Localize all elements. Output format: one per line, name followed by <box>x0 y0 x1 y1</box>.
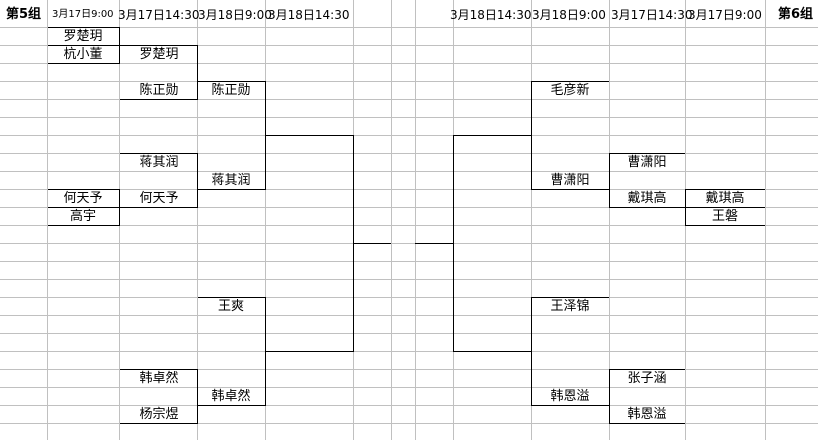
player-name: 韩恩溢 <box>550 389 590 404</box>
date-right-round1: 3月17日9:00 <box>688 8 762 22</box>
player-name: 韩卓然 <box>211 389 251 404</box>
player-name: 蒋其润 <box>211 173 251 188</box>
player-name: 王泽锦 <box>550 299 590 314</box>
player-name: 杨宗煜 <box>139 407 179 422</box>
player-name: 曹潇阳 <box>550 173 590 188</box>
player-name: 何天予 <box>63 191 103 206</box>
player-name: 高宇 <box>69 209 96 224</box>
group-6-title: 第6组 <box>778 7 814 22</box>
date-right-final: 3月18日14:30 <box>450 8 532 22</box>
date-left-round1: 3月17日9:00 <box>52 9 114 20</box>
player-name: 陈正勋 <box>211 83 251 98</box>
date-left-round2: 3月17日14:30 <box>118 8 200 22</box>
player-name: 陈正勋 <box>139 83 179 98</box>
player-name: 韩恩溢 <box>627 407 667 422</box>
player-name: 韩卓然 <box>139 371 179 386</box>
player-name: 王爽 <box>217 299 244 314</box>
player-name: 罗楚玥 <box>139 47 179 62</box>
date-right-round3: 3月18日9:00 <box>532 8 606 22</box>
player-name: 曹潇阳 <box>627 155 667 170</box>
player-name: 戴琪高 <box>705 191 745 206</box>
player-name: 蒋其润 <box>139 155 179 170</box>
player-name: 何天予 <box>139 191 179 206</box>
group-5-title: 第5组 <box>6 7 42 22</box>
date-left-round3: 3月18日9:00 <box>198 8 272 22</box>
date-left-final: 3月18日14:30 <box>268 8 350 22</box>
player-name: 戴琪高 <box>627 191 667 206</box>
player-name: 毛彦新 <box>550 83 590 98</box>
player-name: 罗楚玥 <box>63 29 103 44</box>
player-name: 张子涵 <box>627 371 667 386</box>
player-name: 王磐 <box>711 209 738 224</box>
date-right-round2: 3月17日14:30 <box>611 8 693 22</box>
player-name: 杭小董 <box>63 47 103 62</box>
